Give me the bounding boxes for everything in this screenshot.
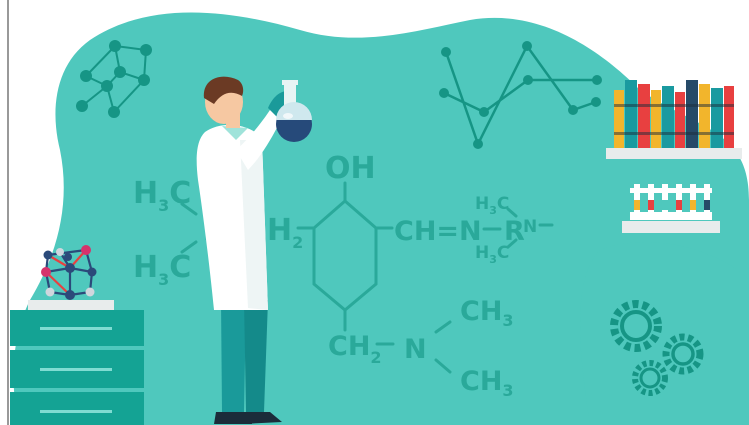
formula-h3c-top-c: C [169, 176, 191, 211]
formula-ch3-bottom: CH [460, 366, 502, 397]
formula-sub-3: 3 [158, 196, 169, 215]
molecule-network-icon [76, 40, 152, 118]
formula-n-center: N [404, 334, 427, 365]
svg-text:H3C: H3C [475, 243, 509, 266]
formula-h3c-bottom-c: C [169, 250, 191, 285]
formula-sub-3: 3 [489, 204, 497, 217]
svg-text:CH3: CH3 [460, 296, 514, 330]
background-blob-right [580, 241, 749, 425]
svg-text:H3C: H3C [475, 194, 509, 217]
formula-h3c-bottom-h: H [133, 250, 158, 285]
lab-cabinet [10, 300, 144, 425]
book-shelf [606, 80, 742, 159]
formula-sub-2: 2 [292, 233, 303, 252]
test-tube-rack [622, 184, 720, 233]
formula-sub-2: 2 [370, 348, 381, 367]
svg-text:H2: H2 [267, 213, 303, 252]
svg-text:H3C: H3C [133, 176, 191, 215]
formula-bonds [180, 181, 554, 374]
formula-small-c-top: C [497, 194, 509, 214]
formula-sub-3: 3 [158, 270, 169, 289]
scientist-figure [196, 76, 312, 424]
formula-ch2-bottom: CH [328, 331, 370, 362]
formula-sub-3: 3 [489, 253, 497, 266]
formula-small-h-bottom: H [475, 243, 489, 263]
formula-sub-3: 3 [502, 381, 513, 400]
formula-n-right: N [523, 217, 537, 237]
svg-text:H3C: H3C [133, 250, 191, 289]
formula-ch3-top: CH [460, 296, 502, 327]
gears-icon [610, 300, 704, 396]
background-blob [13, 12, 749, 425]
formula-small-h-top: H [475, 194, 489, 214]
svg-text:CH2: CH2 [328, 331, 382, 367]
formula-ch2-h: H [267, 213, 292, 248]
molecule-model-icon [41, 245, 97, 300]
formula-oh: OH [325, 151, 376, 186]
line-graph-icon [439, 41, 602, 149]
svg-text:CH3: CH3 [460, 366, 514, 400]
formula-ch-n: CH=N [394, 216, 482, 247]
formula-h3c-top-h: H [133, 176, 158, 211]
formula-r: R [504, 216, 525, 247]
formula-sub-3: 3 [502, 311, 513, 330]
formula-small-c-bottom: C [497, 243, 509, 263]
